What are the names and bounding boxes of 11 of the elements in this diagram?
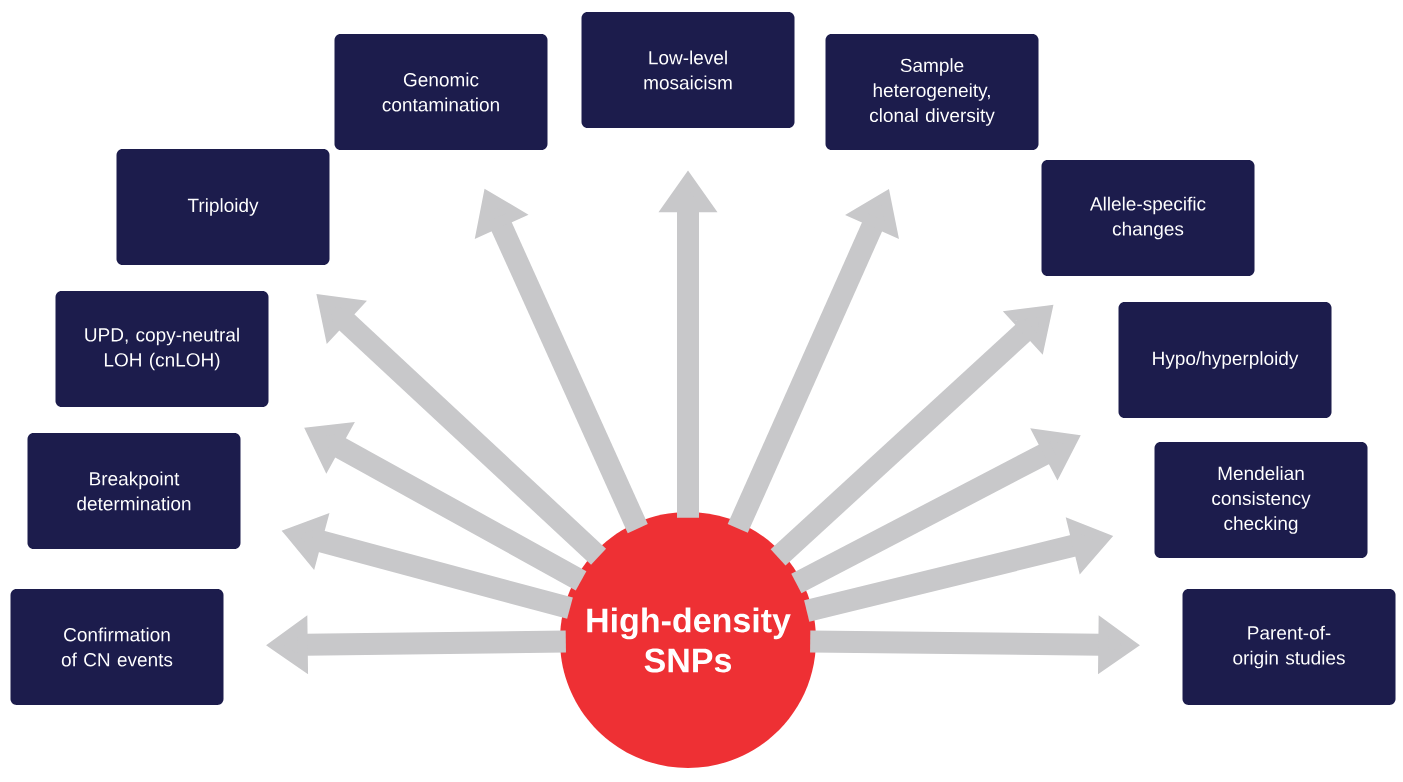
topic-box: Allele-specific changes xyxy=(1041,160,1255,276)
topic-box: Confirmation of CN events xyxy=(10,589,224,705)
topic-box: Low-level mosaicism xyxy=(581,12,795,128)
topic-box: Triploidy xyxy=(116,149,330,265)
topic-box: Hypo/hyperploidy xyxy=(1118,302,1332,418)
topic-box: Sample heterogeneity, clonal diversity xyxy=(825,34,1039,150)
topic-box: Genomic contamination xyxy=(334,34,548,150)
topic-box: UPD, copy-neutral LOH (cnLOH) xyxy=(55,291,269,407)
topic-box: Parent-of-origin studies xyxy=(1182,589,1396,705)
topic-box: Breakpoint determination xyxy=(27,433,241,549)
topic-box: Mendelian consistency checking xyxy=(1154,442,1368,558)
